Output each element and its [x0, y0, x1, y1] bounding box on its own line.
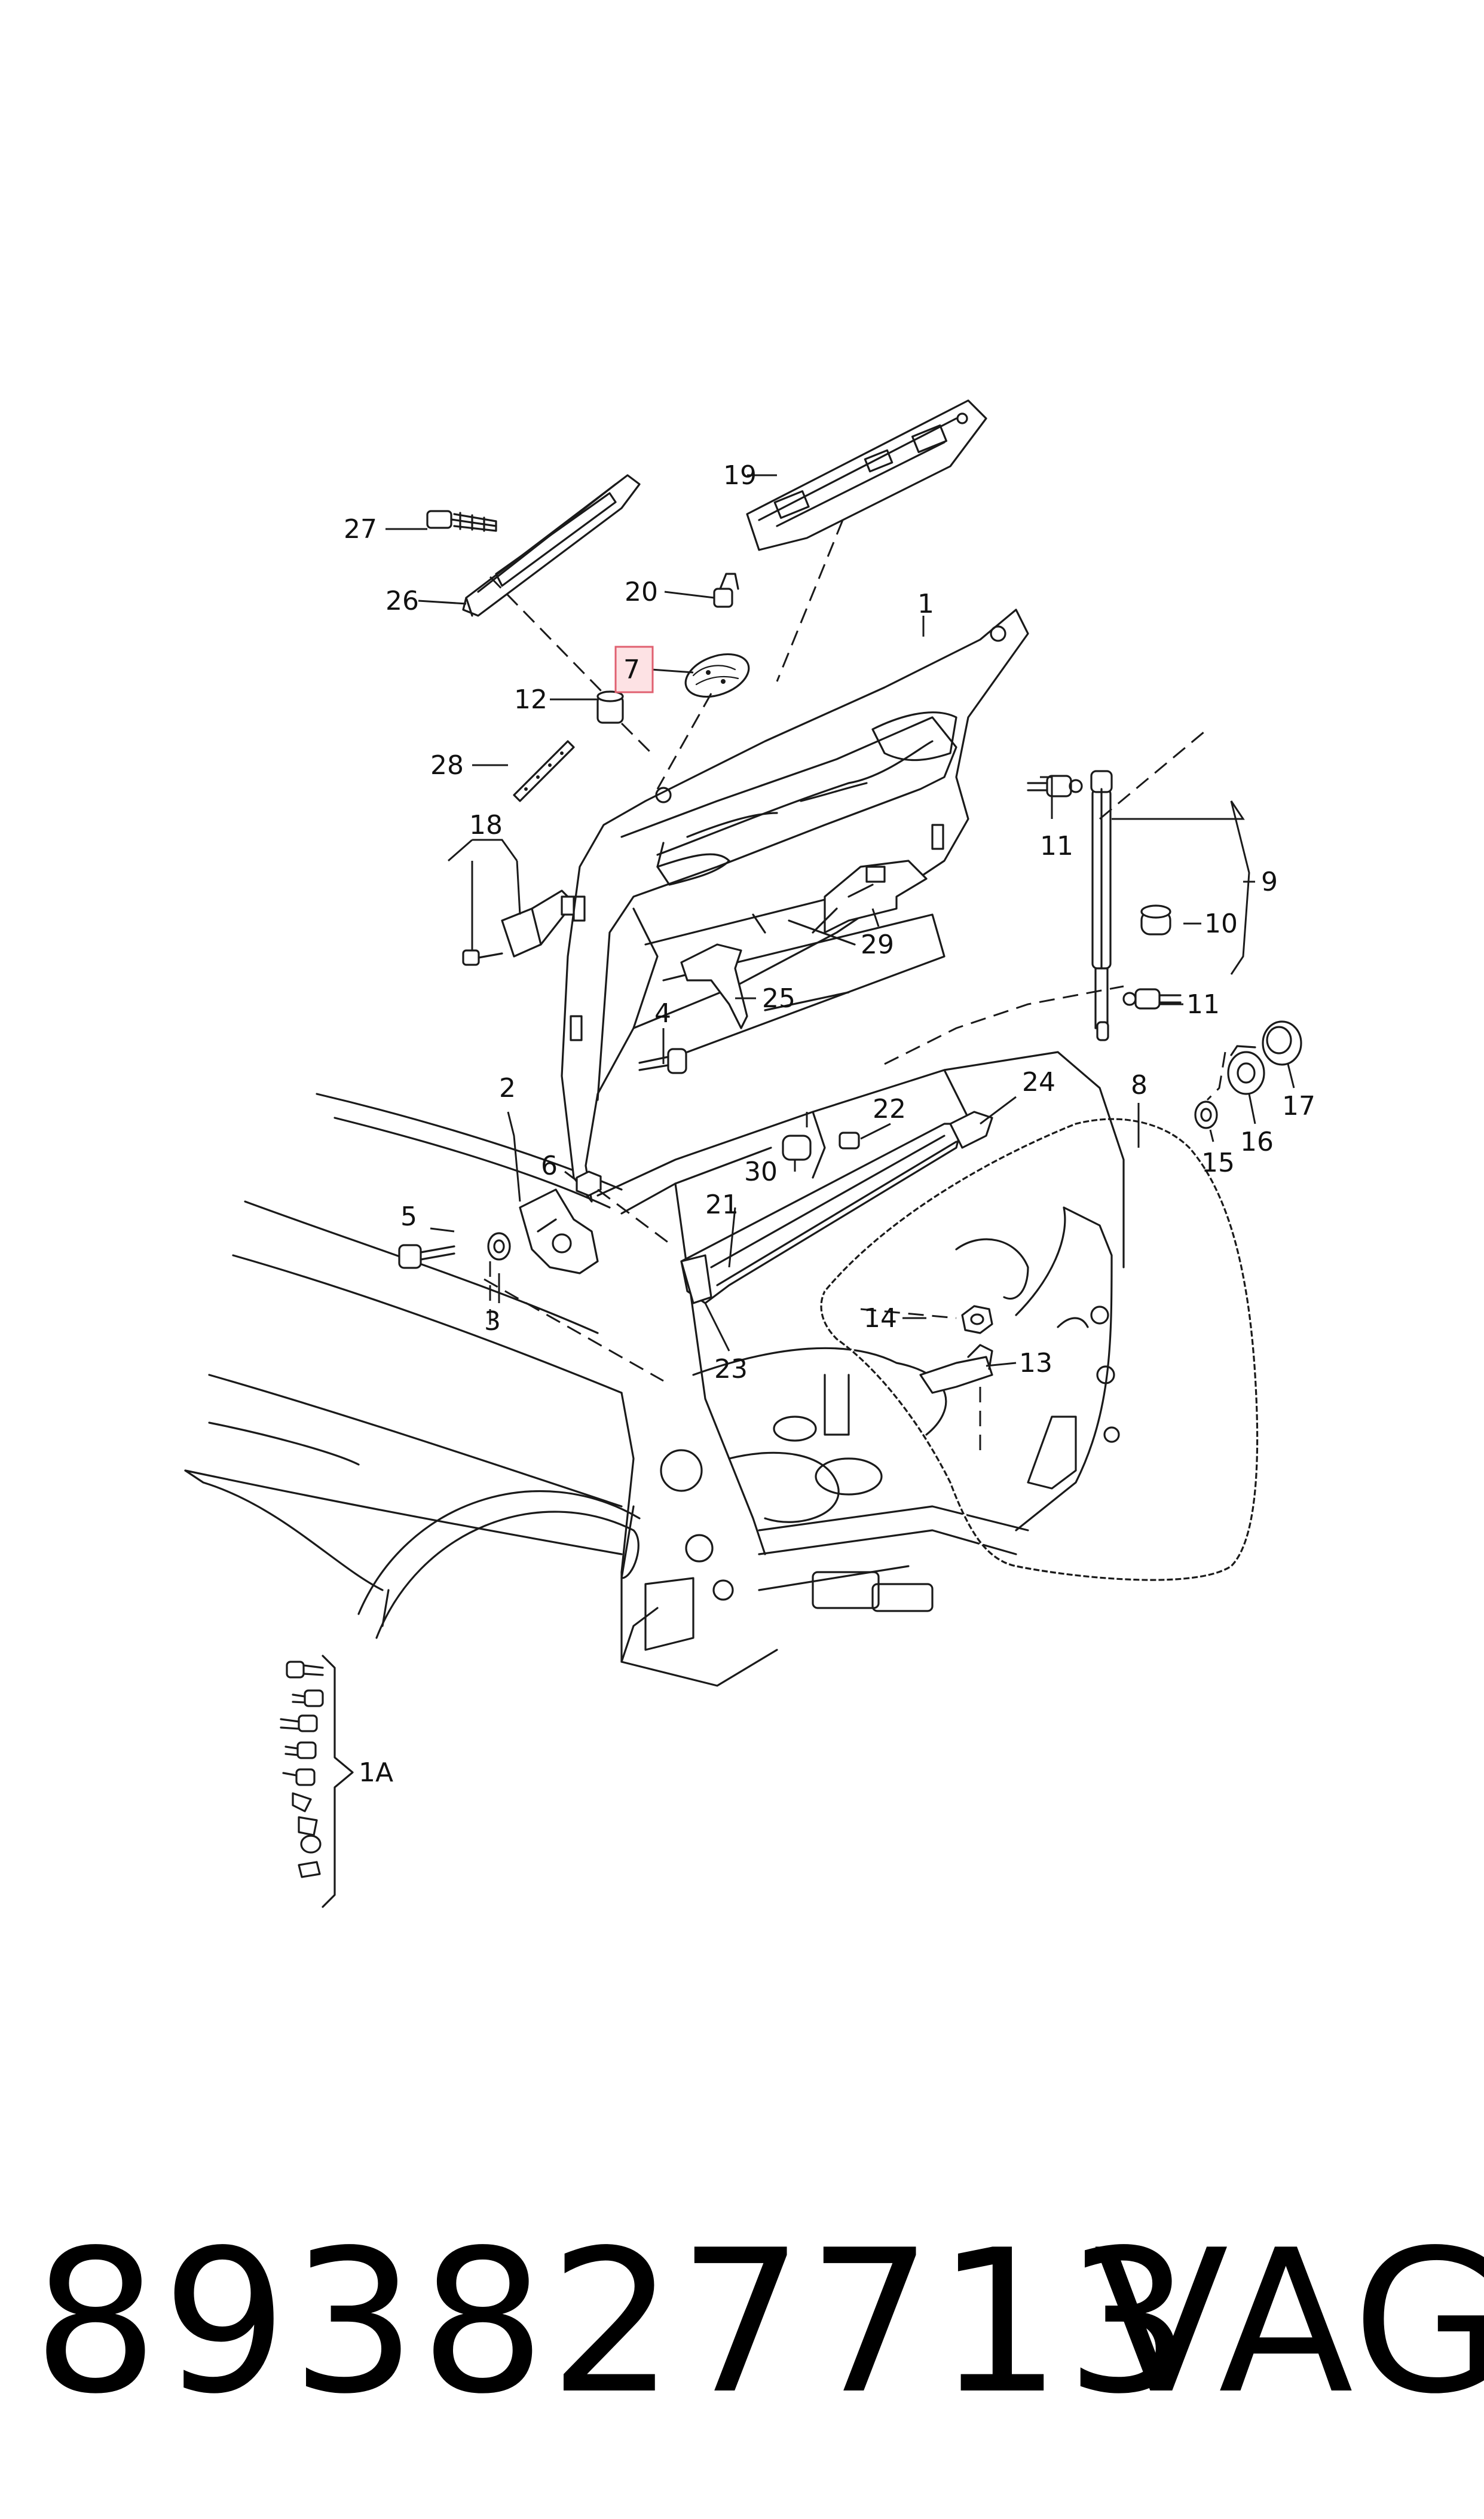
- callout-25: 25: [762, 983, 795, 1014]
- gas-strut-9: [1090, 770, 1113, 1041]
- callout-19: 19: [723, 460, 757, 491]
- callout-11-upper: 11: [1040, 831, 1073, 861]
- assembly-lines: [484, 519, 1226, 1459]
- brand-label: VAG: [1094, 2208, 1484, 2437]
- tailgate-panel: [561, 609, 1029, 1203]
- hinge-18: [462, 889, 575, 966]
- callout-4: 4: [654, 998, 671, 1029]
- callout-22: 22: [873, 1094, 906, 1124]
- bolt-5: [398, 1244, 455, 1269]
- seal-strip-28: [513, 740, 575, 802]
- cap-10: [1140, 904, 1171, 936]
- bolt-27: [426, 510, 497, 532]
- plate-holder-26: [462, 474, 641, 617]
- bolt-15: [1194, 1100, 1218, 1129]
- cap-17: [1262, 1020, 1302, 1066]
- callout-17: 17: [1282, 1091, 1315, 1121]
- lock-part-2: [519, 1188, 599, 1274]
- callout-3: 3: [484, 1306, 501, 1337]
- leader-lines: [385, 474, 1295, 1367]
- nut-14: [961, 1305, 993, 1334]
- callout-15: 15: [1201, 1148, 1235, 1178]
- callout-2: 2: [499, 1073, 516, 1103]
- emblem-part-7: [684, 653, 750, 698]
- bracket-29: [812, 860, 928, 934]
- fastener-set-1a: [280, 1655, 354, 1908]
- nut-16: [1227, 1045, 1265, 1095]
- callout-18: 18: [469, 810, 503, 840]
- callout-26: 26: [385, 586, 419, 616]
- door-seal-8: [819, 1117, 1260, 1583]
- light-bar-19: [746, 399, 987, 551]
- clip-22: [839, 1132, 860, 1150]
- callout-1a: 1A: [359, 1757, 393, 1788]
- callout-30: 30: [744, 1157, 778, 1187]
- callout-10: 10: [1204, 909, 1238, 939]
- grommet-20: [713, 573, 739, 608]
- trim-part-25: [680, 943, 748, 1029]
- callout-23: 23: [714, 1354, 748, 1384]
- lock-part-23: [680, 1254, 712, 1304]
- buffer-12: [596, 690, 624, 724]
- callout-8: 8: [1131, 1070, 1148, 1100]
- callout-7: 7: [623, 655, 640, 685]
- callout-27: 27: [344, 514, 377, 545]
- buffer-30: [782, 1135, 812, 1161]
- bolt-4: [638, 1048, 687, 1074]
- callout-13: 13: [1019, 1348, 1052, 1378]
- callout-24: 24: [1022, 1067, 1055, 1098]
- bolt-11-lower: [1122, 988, 1182, 1010]
- bolt-11-upper: [1027, 775, 1083, 797]
- callout-6: 6: [541, 1151, 558, 1181]
- callout-5: 5: [400, 1202, 417, 1232]
- callout-labels: 1 2 3 4 5 6 7 8 9 10 11 11 12 13 14 15 1…: [344, 460, 1315, 1788]
- callout-14: 14: [864, 1303, 897, 1334]
- callout-29: 29: [861, 930, 894, 960]
- bracket-13: [919, 1344, 993, 1394]
- callout-9: 9: [1261, 867, 1278, 897]
- cover-24: [949, 1111, 993, 1149]
- callout-1: 1: [917, 589, 934, 619]
- nut-6: [576, 1170, 602, 1197]
- car-body-outline: [184, 1093, 778, 1687]
- callout-28: 28: [430, 750, 464, 781]
- callout-11-lower: 11: [1186, 989, 1220, 1020]
- callout-12: 12: [514, 684, 547, 715]
- part-number: 893827713: [33, 2208, 1195, 2437]
- washer-3: [487, 1232, 511, 1261]
- callout-20: 20: [625, 577, 658, 607]
- callout-16: 16: [1240, 1127, 1274, 1157]
- highlight-box-7: [614, 646, 654, 693]
- callout-21: 21: [705, 1190, 739, 1220]
